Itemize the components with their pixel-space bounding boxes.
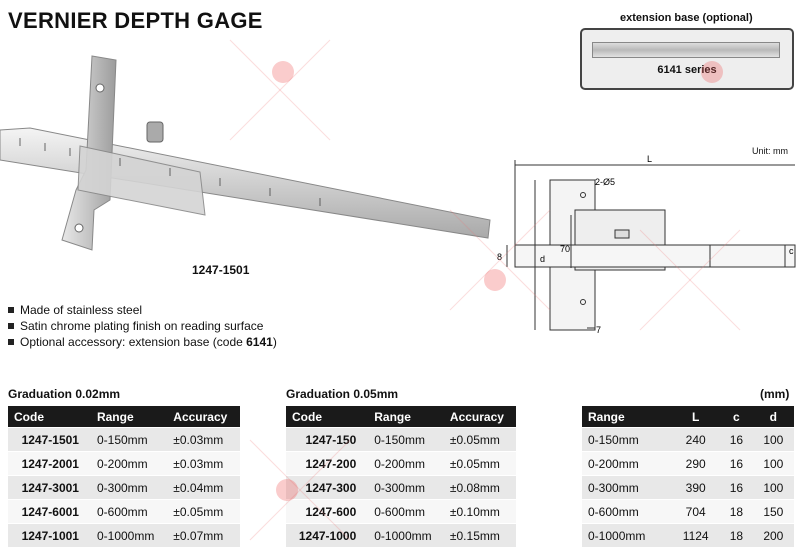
feature-item: Satin chrome plating finish on reading s… [8,318,277,334]
dimension-diagram: L 2-Ø5 d 70 8 c 7 [497,154,796,335]
feature-list: Made of stainless steel Satin chrome pla… [8,302,277,350]
feature-item: Made of stainless steel [8,302,277,318]
extension-base-label: extension base (optional) [620,12,753,24]
extension-base-bar [592,42,780,58]
extension-series-label: 6141 series [657,64,717,76]
col-range: Range [368,406,444,428]
dim-c: c [789,246,794,256]
col-d: d [752,406,794,428]
dim-d: d [540,254,545,264]
col-range: Range [582,406,672,428]
feature-item: Optional accessory: extension base (code… [8,334,277,350]
table2-heading: Graduation 0.05mm [286,387,399,401]
dim-8: 8 [497,252,502,262]
depth-gage-photo [0,55,491,251]
table1-heading: Graduation 0.02mm [8,387,121,401]
col-accuracy: Accuracy [443,406,516,428]
col-accuracy: Accuracy [167,406,240,428]
table3-unit: (mm) [760,387,790,401]
page-title: VERNIER DEPTH GAGE [8,8,263,33]
dim-70: 70 [560,244,570,254]
dim-holes: 2-Ø5 [595,177,615,187]
model-number: 1247-1501 [192,263,250,277]
extension-base-box: 6141 series [580,28,794,90]
col-code: Code [8,406,91,428]
col-range: Range [90,406,168,428]
col-code: Code [286,406,369,428]
col-L: L [671,406,721,428]
col-c: c [720,406,753,428]
dim-7: 7 [596,325,601,335]
unit-label: Unit: mm [752,146,788,156]
dim-L: L [647,154,652,164]
